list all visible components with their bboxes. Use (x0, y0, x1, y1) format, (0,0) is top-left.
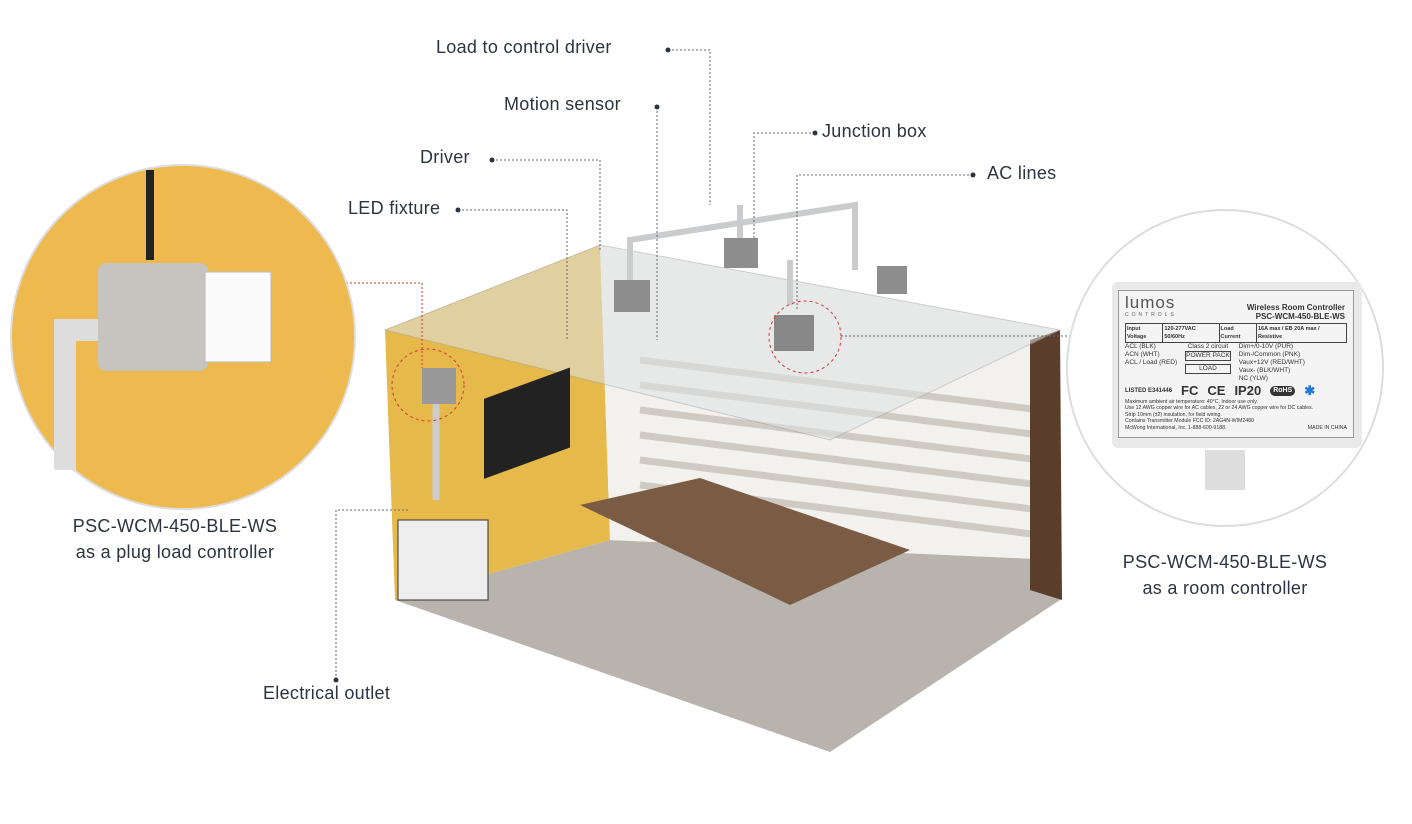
highlight-ring (768, 300, 842, 374)
junction-box (724, 238, 758, 268)
label-motion-sensor: Motion sensor (504, 94, 621, 114)
plug-controller (422, 368, 456, 404)
cabinet (397, 519, 489, 601)
caption-role: as a room controller (1142, 578, 1308, 598)
label-electrical-outlet: Electrical outlet (263, 683, 391, 703)
room-controller (774, 315, 814, 351)
label-driver: Driver (420, 147, 470, 167)
driver-box (614, 280, 650, 312)
caption-role: as a plug load controller (75, 542, 275, 562)
brand-logo: lumos (1125, 293, 1176, 312)
junction-box-2 (877, 266, 907, 294)
caption-model: PSC-WCM-450-BLE-WS (72, 516, 278, 536)
side-wall-wood (1030, 330, 1062, 600)
tv (484, 367, 570, 479)
caption-plug-load: PSC-WCM-450-BLE-WS as a plug load contro… (20, 513, 330, 565)
label-notes: Maximum ambient air temperature: 40°C. I… (1125, 399, 1347, 431)
brand-sub: CONTROLS (1125, 312, 1177, 318)
label-load-to-driver: Load to control driver (436, 37, 612, 57)
conduit (627, 201, 858, 305)
ceiling-grid (383, 244, 1062, 441)
caption-room: PSC-WCM-450-BLE-WS as a room controller (1070, 549, 1380, 601)
caption-model: PSC-WCM-450-BLE-WS (1122, 552, 1328, 572)
label-led-fixture: LED fixture (348, 198, 441, 218)
bluetooth-icon: ✱ (1304, 383, 1316, 398)
wiring: ACL (BLK)ACN (WHT)ACL / Load (RED) Class… (1125, 343, 1305, 382)
floor (395, 540, 1060, 752)
label-junction-box: Junction box (822, 121, 927, 141)
conference-table (580, 478, 910, 605)
highlight-ring (391, 348, 465, 422)
label-ac-lines: AC lines (987, 163, 1057, 183)
